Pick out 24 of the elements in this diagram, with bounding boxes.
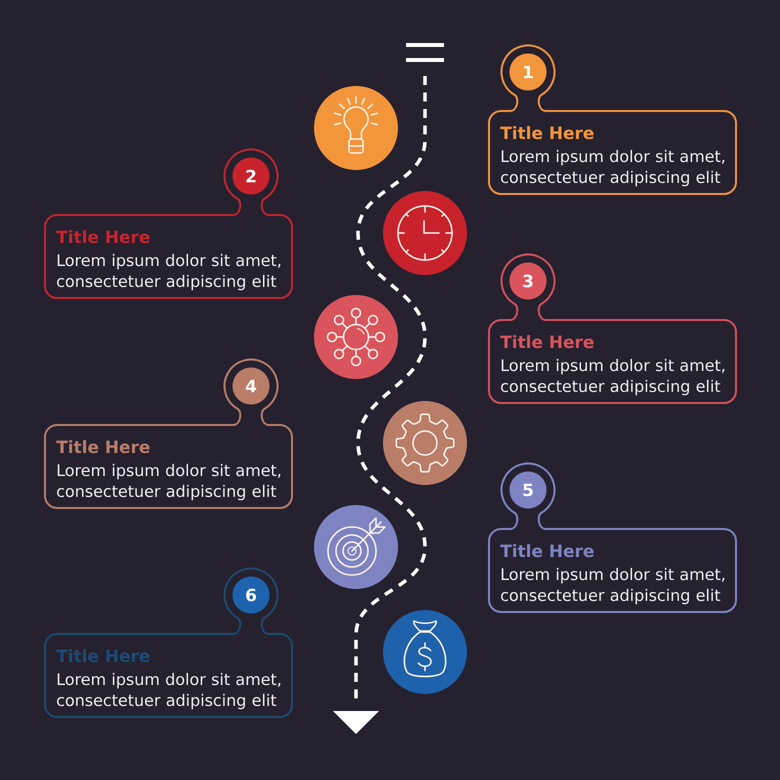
number-badge: 1 [510,54,546,90]
title-text: Title Here [500,126,594,140]
body-text: Lorem ipsum dolor sit amet, consectetuer adipiscing elit [501,568,724,604]
title-text: Title Here [500,335,594,348]
number-badge: 3 [510,262,546,300]
callout-box [488,44,737,195]
title-text: Title Here [56,649,150,662]
body-text: Lorem ipsum dolor sit amet, consectetuer adipiscing elit [57,254,280,290]
number-badge: 6 [232,576,270,614]
title-text: Title Here [56,440,150,454]
callout-box [488,254,737,404]
body-text: Lorem ipsum dolor sit amet, consectetuer adipiscing elit [501,358,724,396]
body-text: Lorem ipsum dolor sit amet, consectetuer adipiscing elit [57,464,280,500]
callout-box [44,568,293,718]
body-text: Lorem ipsum dolor sit amet, consectetuer adipiscing elit [501,150,724,186]
callout-box [44,358,293,509]
callout-box [44,148,293,299]
title-text: Title Here [500,544,594,558]
callout-box [488,462,737,613]
number-badge: 5 [510,472,546,508]
title-text: Title Here [56,230,150,244]
number-badge: 4 [232,368,270,404]
number-badge: 2 [232,158,270,194]
body-text: Lorem ipsum dolor sit amet, consectetuer adipiscing elit [57,672,280,710]
